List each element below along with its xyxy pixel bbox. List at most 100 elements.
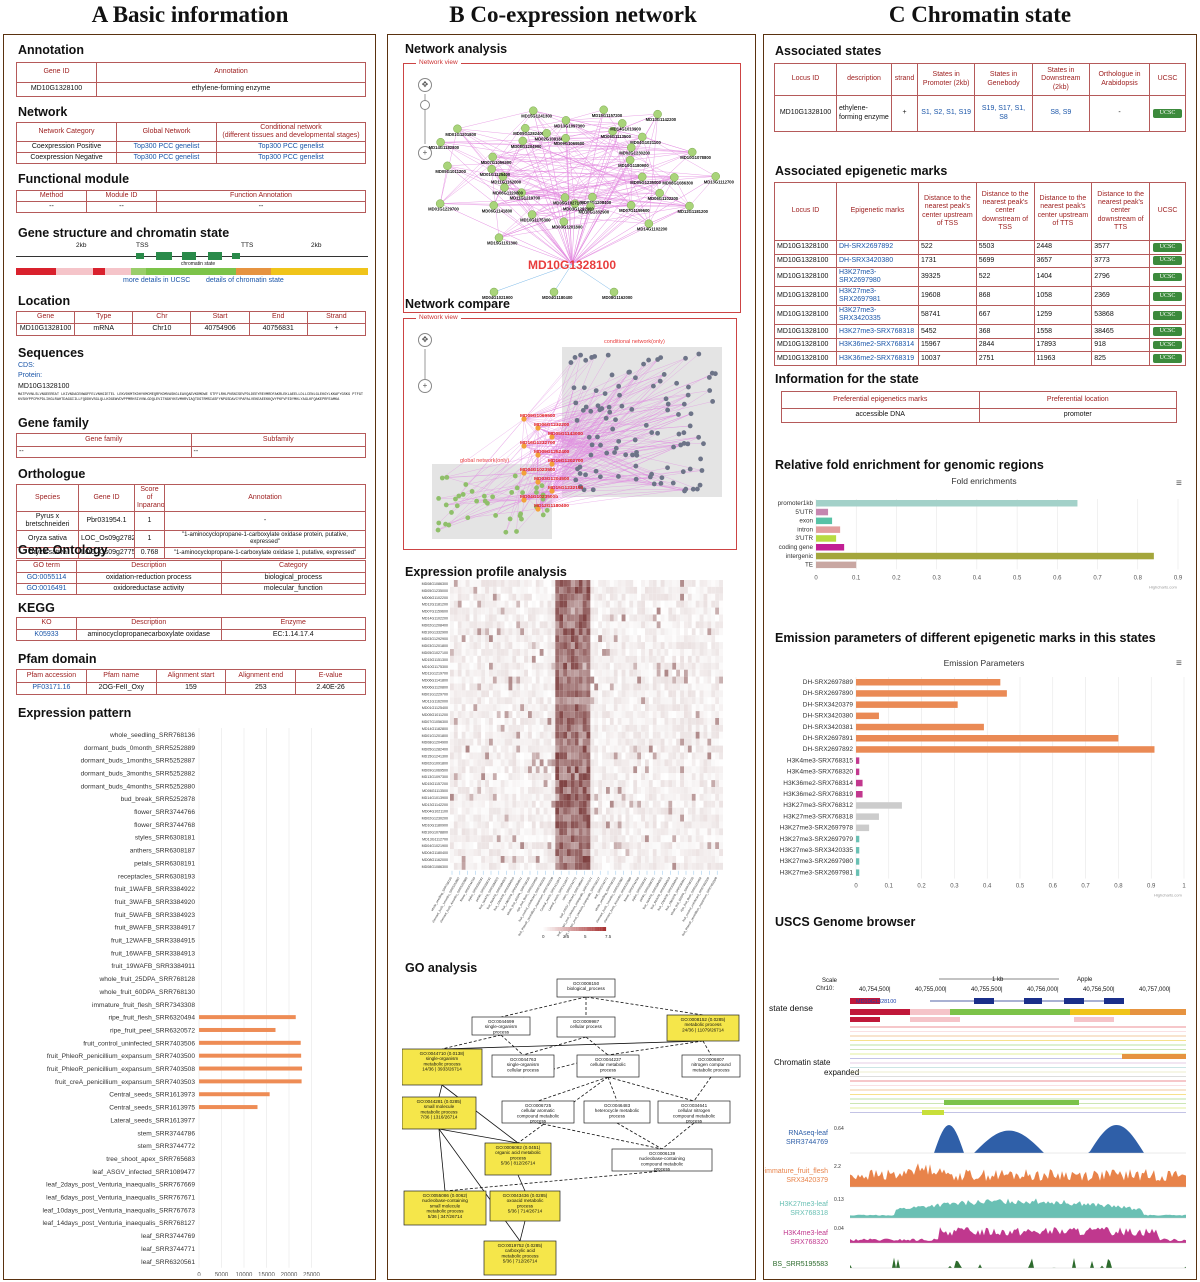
shared-node[interactable] (535, 425, 541, 431)
network-node[interactable] (529, 106, 538, 115)
zoom-handle[interactable] (420, 100, 430, 110)
network-node[interactable] (674, 380, 680, 386)
network-node[interactable] (488, 152, 497, 162)
network-node[interactable] (602, 391, 608, 397)
network-node[interactable] (604, 450, 610, 456)
network-node[interactable] (494, 233, 504, 242)
network-node[interactable] (638, 132, 647, 142)
go-node[interactable] (556, 1016, 616, 1038)
network-node[interactable] (561, 133, 570, 143)
network-node[interactable] (575, 466, 580, 472)
network-node[interactable] (681, 441, 687, 446)
network-node[interactable] (561, 116, 571, 125)
network-node[interactable] (682, 488, 687, 494)
network-node[interactable] (676, 431, 682, 437)
network-node[interactable] (436, 520, 442, 526)
network-node[interactable] (696, 351, 702, 357)
network-node[interactable] (514, 485, 520, 491)
network-node[interactable] (671, 444, 676, 450)
network-node[interactable] (613, 417, 618, 423)
go-node[interactable] (402, 1048, 483, 1086)
network-node[interactable] (509, 490, 515, 495)
network-graph[interactable]: MD08G1086300MD05G1235000MD06G1102200MD12… (404, 64, 742, 314)
network-node[interactable] (481, 493, 487, 499)
network-node[interactable] (560, 193, 570, 202)
network-node[interactable] (527, 210, 537, 219)
zoom-icon-2[interactable]: + (418, 379, 432, 393)
network-node[interactable] (444, 474, 450, 480)
network-node[interactable] (681, 430, 687, 436)
network-node[interactable] (649, 430, 655, 435)
gene-label[interactable]: MD10G1328100 (856, 999, 896, 1005)
network-node[interactable] (710, 399, 716, 404)
network-node[interactable] (641, 361, 646, 367)
network-node[interactable] (507, 516, 513, 522)
shared-node[interactable] (535, 452, 541, 458)
zoom-icon[interactable]: + (418, 146, 432, 160)
network-node[interactable] (489, 287, 499, 297)
ucsc-button[interactable]: UCSC (1152, 256, 1183, 266)
go-node[interactable] (402, 1096, 477, 1130)
network-node[interactable] (643, 422, 649, 428)
network-node[interactable] (610, 426, 616, 432)
network-node[interactable] (595, 403, 601, 409)
network-node[interactable] (633, 476, 639, 482)
protein-link[interactable]: Protein: (18, 372, 43, 379)
network-node[interactable] (595, 434, 600, 440)
network-node[interactable] (629, 406, 635, 412)
shared-node[interactable] (549, 434, 555, 440)
network-node[interactable] (498, 172, 508, 181)
global-negative-link[interactable]: Top300 PCC genelist (116, 152, 217, 165)
network-node[interactable] (644, 219, 654, 228)
network-node[interactable] (698, 456, 703, 462)
network-node[interactable] (436, 137, 445, 147)
network-node[interactable] (711, 172, 720, 181)
go-node[interactable] (657, 1100, 731, 1124)
go-node[interactable] (666, 1014, 740, 1042)
network-node[interactable] (699, 468, 705, 473)
network-node[interactable] (593, 468, 599, 474)
network-node[interactable] (706, 375, 712, 380)
network-node[interactable] (701, 441, 706, 447)
network-node[interactable] (605, 352, 611, 358)
go-node[interactable] (483, 1240, 557, 1276)
network-node[interactable] (463, 482, 469, 487)
network-node[interactable] (474, 498, 480, 504)
network-node[interactable] (685, 392, 691, 398)
network-node[interactable] (658, 355, 664, 361)
network-node[interactable] (435, 199, 445, 208)
network-node[interactable] (633, 375, 638, 381)
network-node[interactable] (583, 472, 588, 478)
network-node[interactable] (707, 388, 713, 393)
network-node[interactable] (570, 199, 580, 208)
network-node[interactable] (588, 192, 597, 202)
network-node[interactable] (443, 161, 452, 171)
go-node[interactable] (501, 1100, 575, 1124)
network-node[interactable] (487, 164, 496, 174)
go-node[interactable] (489, 1190, 561, 1222)
network-node[interactable] (687, 466, 693, 472)
network-node[interactable] (626, 200, 636, 210)
network-node[interactable] (653, 109, 662, 119)
network-node[interactable] (613, 445, 619, 451)
go-node[interactable] (484, 1142, 552, 1176)
network-node[interactable] (597, 474, 603, 480)
network-node[interactable] (655, 430, 660, 436)
network-node[interactable] (449, 510, 454, 515)
center-gene-label[interactable]: MD10G1328100 (528, 258, 616, 272)
global-positive-link[interactable]: Top300 PCC genelist (116, 141, 217, 154)
network-node[interactable] (572, 354, 578, 360)
go-node[interactable] (611, 1148, 713, 1172)
network-node[interactable] (544, 507, 550, 513)
network-node[interactable] (659, 475, 665, 481)
network-node[interactable] (574, 417, 580, 423)
ucsc-button[interactable]: UCSC (1152, 340, 1183, 350)
network-node[interactable] (500, 183, 509, 192)
network-node[interactable] (592, 354, 598, 359)
network-node[interactable] (549, 287, 559, 297)
network-node[interactable] (539, 483, 545, 489)
network-node[interactable] (577, 471, 583, 476)
go-node[interactable] (556, 978, 616, 998)
chromatin-details-link[interactable]: details of chromatin state (206, 277, 284, 284)
network-node[interactable] (655, 188, 664, 198)
